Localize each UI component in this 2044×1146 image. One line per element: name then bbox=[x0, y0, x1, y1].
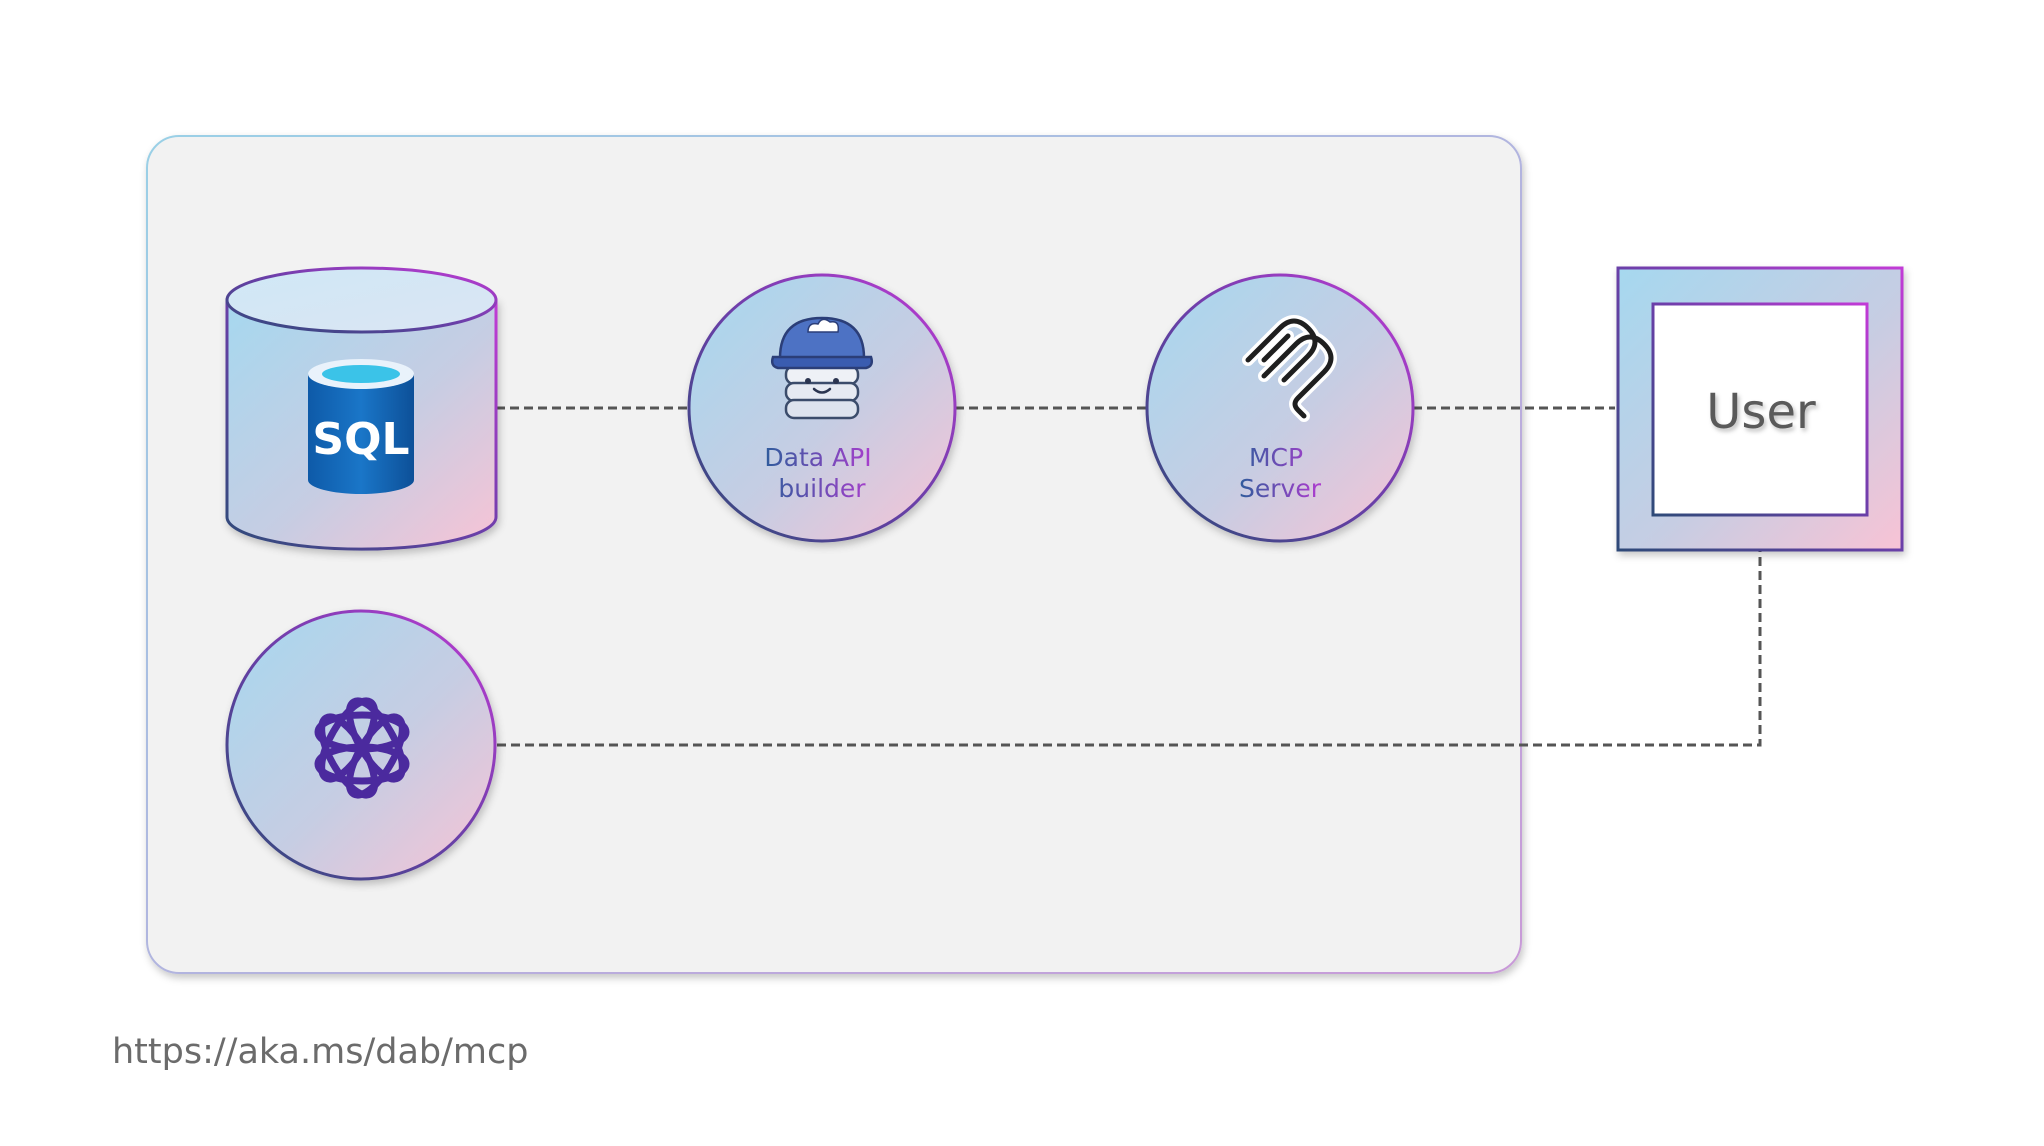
mcp-label-line1: MCP bbox=[1249, 443, 1303, 472]
mcp-logo-icon bbox=[1242, 315, 1337, 422]
svg-text:MCP Server: MCP Server bbox=[1239, 443, 1322, 503]
sql-database-icon: SQL bbox=[308, 359, 414, 494]
dab-label-line2: builder bbox=[778, 474, 866, 503]
openai-node bbox=[225, 609, 497, 881]
cylinder-top bbox=[225, 266, 498, 334]
mcp-label-line2: Server bbox=[1239, 474, 1322, 503]
user-node: User bbox=[1616, 266, 1904, 552]
connector-openai-user bbox=[497, 550, 1762, 747]
sql-database-node: SQL bbox=[225, 266, 498, 551]
mcp-server-node: MCP Server bbox=[1145, 273, 1415, 543]
sql-label: SQL bbox=[312, 414, 409, 465]
connectors bbox=[496, 406, 1762, 747]
user-label: User bbox=[1706, 384, 1816, 440]
openai-logo-icon bbox=[314, 697, 410, 799]
data-api-builder-node: Data API builder bbox=[687, 273, 957, 543]
svg-text:Data API builder: Data API builder bbox=[764, 443, 879, 503]
dab-label-line1: Data API bbox=[764, 443, 871, 472]
footer-url[interactable]: https://aka.ms/dab/mcp bbox=[112, 1032, 528, 1072]
data-api-builder-mascot-icon bbox=[770, 316, 874, 420]
